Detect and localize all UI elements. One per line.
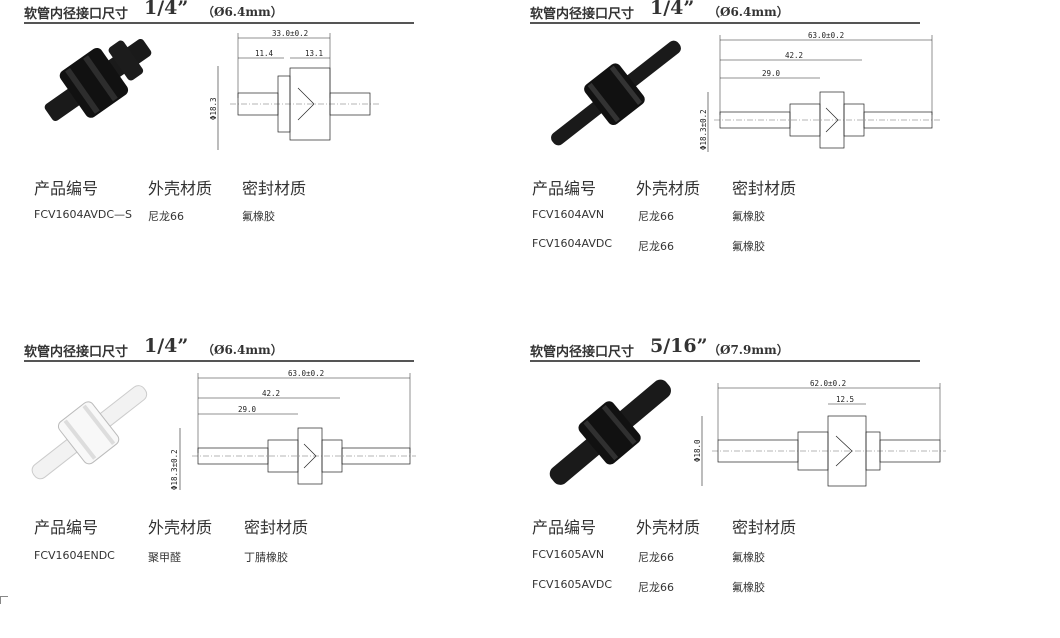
row-code: FCV1604AVN — [532, 208, 605, 221]
row-shell: 尼龙66 — [148, 210, 184, 223]
dim-dia: Φ18.3±0.2 — [170, 449, 179, 490]
dim-overall: 63.0±0.2 — [288, 369, 324, 378]
row-seal: 丁腈橡胶 — [244, 551, 288, 564]
dim-mid: 42.2 — [785, 51, 803, 60]
row-shell: 尼龙66 — [638, 210, 674, 223]
row-seal: 氟橡胶 — [732, 210, 765, 223]
dim-short: 29.0 — [238, 405, 257, 414]
col-shell: 外壳材质 — [148, 518, 213, 537]
product-panel-4: 软管内径接口尺寸 5/16” （Ø7.9mm） 62.0±0.2 12.5 Φ1… — [506, 335, 1036, 638]
dim-dia: Φ18.0 — [693, 439, 702, 462]
product-photo — [44, 38, 152, 122]
panel-header: 软管内径接口尺寸 1/4” （Ø6.4mm） — [24, 0, 414, 24]
hose-size: 1/4” — [144, 0, 189, 19]
dimension-drawing: 33.0±0.2 11.4 13.1 Φ18.3 — [210, 29, 380, 150]
col-seal: 密封材质 — [244, 518, 309, 537]
row-code: FCV1605AVDC — [532, 578, 613, 591]
header-label: 软管内径接口尺寸 — [24, 7, 129, 22]
row-seal: 氟橡胶 — [732, 581, 765, 594]
panel-header: 软管内径接口尺寸 1/4” （Ø6.4mm） — [24, 335, 414, 362]
hose-size-mm: （Ø6.4mm） — [202, 343, 283, 357]
col-seal: 密封材质 — [732, 179, 797, 198]
header-label: 软管内径接口尺寸 — [530, 7, 635, 22]
panel-header: 软管内径接口尺寸 1/4” （Ø6.4mm） — [530, 0, 920, 24]
col-shell: 外壳材质 — [636, 518, 701, 537]
col-code: 产品编号 — [34, 179, 99, 198]
hose-size-mm: （Ø7.9mm） — [708, 343, 789, 357]
product-photo — [549, 379, 671, 485]
dim-short: 29.0 — [762, 69, 781, 78]
hose-size: 5/16” — [650, 335, 708, 357]
col-seal: 密封材质 — [732, 518, 797, 537]
product-photo — [551, 40, 681, 146]
product-panel-3: 软管内径接口尺寸 1/4” （Ø6.4mm） 63.0±0.2 42.2 29.… — [0, 335, 530, 638]
dim-overall: 62.0±0.2 — [810, 380, 846, 388]
dim-overall: 63.0±0.2 — [808, 31, 844, 40]
row-shell: 尼龙66 — [638, 240, 674, 253]
hose-size: 1/4” — [144, 335, 189, 357]
col-shell: 外壳材质 — [636, 179, 701, 198]
row-code: FCV1604AVDC — [532, 237, 613, 250]
page-corner-mark — [0, 596, 8, 604]
product-panel-2: 软管内径接口尺寸 1/4” （Ø6.4mm） 63.0±0.2 42.2 29.… — [506, 0, 1036, 300]
col-code: 产品编号 — [532, 518, 597, 537]
row-shell: 聚甲醛 — [148, 551, 181, 564]
dim-mid: 42.2 — [262, 389, 280, 398]
product-panel-1: 软管内径接口尺寸 1/4” （Ø6.4mm） 33.0±0.2 11.4 13.… — [0, 0, 530, 300]
panel-header: 软管内径接口尺寸 5/16” （Ø7.9mm） — [530, 335, 920, 362]
row-code: FCV1604ENDC — [34, 549, 115, 562]
dimension-drawing: 63.0±0.2 42.2 29.0 Φ18.3±0.2 — [700, 31, 940, 152]
row-seal: 氟橡胶 — [732, 551, 765, 564]
row-seal: 氟橡胶 — [732, 240, 765, 253]
dim-dia: Φ18.3±0.2 — [700, 109, 708, 150]
header-label: 软管内径接口尺寸 — [24, 345, 129, 360]
hose-size-mm: （Ø6.4mm） — [202, 5, 283, 19]
dim-left: 11.4 — [255, 49, 274, 58]
row-code: FCV1605AVN — [532, 548, 605, 561]
col-seal: 密封材质 — [242, 179, 307, 198]
product-photo — [31, 385, 148, 480]
dimension-drawing: 62.0±0.2 12.5 Φ18.0 — [693, 380, 946, 487]
col-code: 产品编号 — [34, 518, 99, 537]
dim-overall: 33.0±0.2 — [272, 29, 308, 38]
dim-right: 13.1 — [305, 49, 323, 58]
dimension-drawing: 63.0±0.2 42.2 29.0 Φ18.3±0.2 — [170, 369, 416, 490]
col-shell: 外壳材质 — [148, 179, 213, 198]
row-shell: 尼龙66 — [638, 551, 674, 564]
dim-dia: Φ18.3 — [210, 97, 218, 120]
dim-mid: 12.5 — [836, 395, 854, 404]
row-shell: 尼龙66 — [638, 581, 674, 594]
hose-size: 1/4” — [650, 0, 695, 19]
hose-size-mm: （Ø6.4mm） — [708, 5, 789, 19]
header-label: 软管内径接口尺寸 — [530, 345, 635, 360]
row-seal: 氟橡胶 — [242, 210, 275, 223]
row-code: FCV1604AVDC—S — [34, 208, 133, 221]
col-code: 产品编号 — [532, 179, 597, 198]
